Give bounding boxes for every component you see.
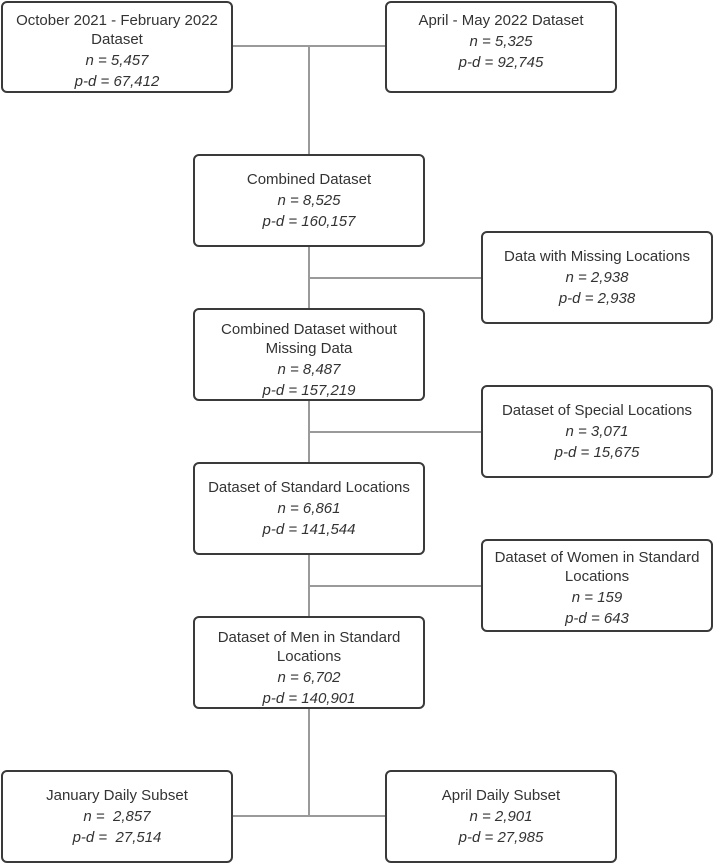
box-n: n = 8,487 [277, 361, 341, 378]
connector-bottom-split [231, 815, 387, 817]
box-title: Dataset of Standard Locations [208, 479, 410, 496]
connector-to-missing-locations [308, 277, 483, 279]
box-pd: p-d = 141,544 [262, 521, 356, 538]
connector-to-women-standard [308, 585, 483, 587]
box-combined-without-missing: Combined Dataset without Missing Data n … [193, 308, 425, 401]
box-title: Data with Missing Locations [504, 248, 690, 265]
box-january-daily-subset: January Daily Subset n = 2,857 p-d = 27,… [1, 770, 233, 863]
box-n: n = 8,525 [277, 192, 341, 209]
box-pd: p-d = 160,157 [262, 213, 356, 230]
box-title: Dataset of Men in Standard Locations [217, 629, 401, 665]
box-title: Dataset of Special Locations [501, 402, 693, 419]
box-pd: p-d = 140,901 [262, 690, 356, 707]
box-n: n = 5,325 [469, 33, 533, 50]
box-pd: p-d = 92,745 [458, 54, 544, 71]
box-apr-may-dataset: April - May 2022 Dataset n = 5,325 p-d =… [385, 1, 617, 93]
box-pd: p-d = 27,985 [458, 829, 544, 846]
connector-top-to-combined [308, 45, 310, 156]
box-men-standard-locations: Dataset of Men in Standard Locations n =… [193, 616, 425, 709]
box-april-daily-subset: April Daily Subset n = 2,901 p-d = 27,98… [385, 770, 617, 863]
box-n: n = 6,702 [277, 669, 341, 686]
box-n: n = 2,901 [469, 808, 533, 825]
box-pd: p-d = 15,675 [554, 444, 640, 461]
box-combined-dataset: Combined Dataset n = 8,525 p-d = 160,157 [193, 154, 425, 247]
box-n: n = 2,938 [565, 269, 629, 286]
box-title: Combined Dataset [246, 171, 372, 188]
box-pd: p-d = 157,219 [262, 382, 356, 399]
box-title: April Daily Subset [441, 787, 561, 804]
box-n: n = 3,071 [565, 423, 629, 440]
box-n: n = 159 [571, 589, 623, 606]
box-special-locations: Dataset of Special Locations n = 3,071 p… [481, 385, 713, 478]
box-pd: p-d = 2,938 [558, 290, 636, 307]
box-n: n = 6,861 [277, 500, 341, 517]
box-n: n = 2,857 [83, 808, 151, 825]
box-title: Dataset of Women in Standard Locations [494, 549, 700, 585]
box-pd: p-d = 643 [565, 610, 629, 627]
box-title: April - May 2022 Dataset [418, 12, 584, 29]
connector-men-to-subsets [308, 708, 310, 817]
box-pd: p-d = 67,412 [74, 73, 160, 90]
box-title: January Daily Subset [46, 787, 188, 804]
box-standard-locations: Dataset of Standard Locations n = 6,861 … [193, 462, 425, 555]
box-women-standard-locations: Dataset of Women in Standard Locations n… [481, 539, 713, 632]
connector-to-special-locations [308, 431, 483, 433]
box-missing-locations: Data with Missing Locations n = 2,938 p-… [481, 231, 713, 324]
box-oct-feb-dataset: October 2021 - February 2022 Dataset n =… [1, 1, 233, 93]
box-n: n = 5,457 [85, 52, 149, 69]
box-title: Combined Dataset without Missing Data [221, 321, 397, 357]
box-pd: p-d = 27,514 [72, 829, 162, 846]
box-title: October 2021 - February 2022 Dataset [16, 12, 218, 48]
